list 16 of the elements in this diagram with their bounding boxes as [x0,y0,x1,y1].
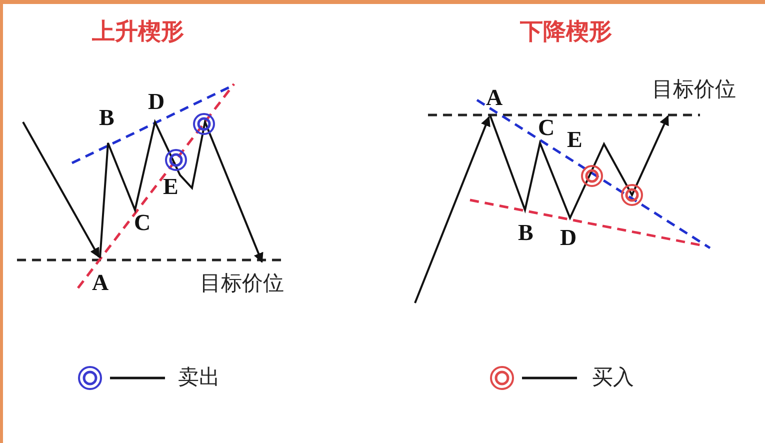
legend-label: 卖出 [178,367,220,388]
point-label: A [92,271,109,294]
target-price-label: 目标价位 [652,79,736,100]
point-label: E [163,175,178,198]
legend-label: 买入 [592,367,634,388]
point-label: A [486,86,503,109]
panel-title: 下降楔形 [520,20,612,43]
point-label: C [538,116,555,139]
point-label: D [148,90,165,113]
point-label: D [560,226,577,249]
point-label: E [567,128,582,151]
point-label: C [134,211,151,234]
point-label: B [99,106,114,129]
target-price-label: 目标价位 [200,273,284,294]
point-label: B [518,221,534,244]
panel-title: 上升楔形 [92,20,184,43]
